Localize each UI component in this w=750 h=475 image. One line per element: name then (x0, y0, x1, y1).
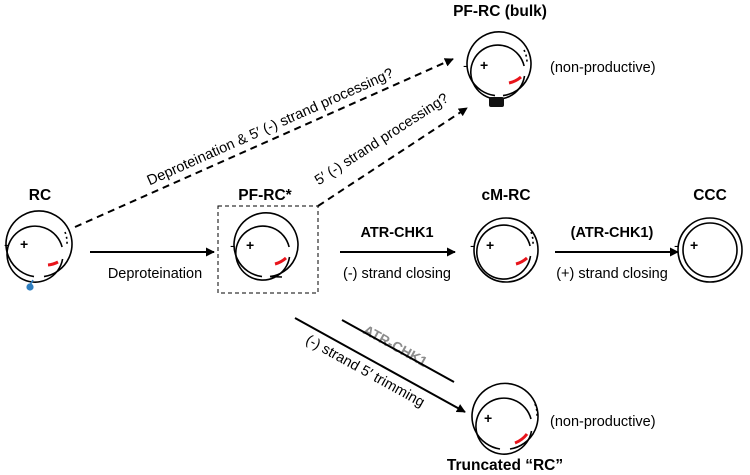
cmrc-title: cM-RC (481, 187, 530, 204)
label-atr-chk1-paren: (ATR-CHK1) (571, 225, 654, 241)
label-deproteination-processing: Deproteination & 5′ (-) strand processin… (145, 66, 396, 190)
rc-minus-sign: - (4, 236, 9, 252)
pfrc-bulk-red-segment (508, 75, 522, 85)
pfrc-star-minus-strand (233, 212, 299, 278)
truncated-note: (non-productive) (550, 414, 656, 430)
truncated-plus-strand (475, 397, 533, 455)
cmrc-minus-sign: - (470, 237, 475, 253)
rc-minus-strand (5, 210, 73, 278)
label-atr-chk1: ATR-CHK1 (360, 225, 433, 241)
cmrc-plus-sign: + (486, 237, 494, 253)
truncated-plus-sign: + (484, 410, 492, 426)
pfrc-star-dashed-box (217, 205, 319, 294)
pfrc-star-plus-strand (235, 225, 291, 281)
truncated-title: Truncated “RC” (447, 457, 563, 474)
arrow-pfrc-to-bulk: 5′ (-) strand processing? (312, 90, 468, 207)
pfrc-bulk-minus-sign: - (463, 57, 468, 73)
pfrc-bulk-plus-sign: + (480, 57, 488, 73)
cmrc-dotted-segment (530, 231, 534, 245)
label-minus-strand-closing: (-) strand closing (343, 266, 451, 282)
rc-node: RC - + (4, 187, 73, 291)
ccc-minus-sign: - (674, 237, 679, 253)
rc-red-segment (47, 260, 59, 267)
pfrc-star-title: PF-RC* (238, 187, 292, 204)
rc-plus-sign: + (20, 236, 28, 252)
cmrc-node: cM-RC - + (470, 187, 539, 283)
rc-protein (26, 283, 34, 291)
pfrc-bulk-note: (non-productive) (550, 60, 656, 76)
strike-through-line (341, 319, 455, 383)
pfrc-star-minus-sign: - (230, 237, 235, 253)
cmrc-red-segment (515, 256, 529, 266)
rc-title: RC (29, 187, 51, 204)
cmrc-plus-strand (476, 224, 532, 280)
pfrc-bulk-block (489, 97, 504, 107)
dashed-arrow-line (74, 58, 454, 228)
label-deproteination: Deproteination (108, 266, 202, 282)
arrow-cmrc-to-ccc: (ATR-CHK1) (+) strand closing (555, 225, 679, 282)
pfrc-bulk-dotted-segment (523, 49, 528, 63)
rc-dotted-segment (64, 231, 68, 245)
arrow-line (294, 317, 466, 413)
pfrc-bulk-node: PF-RC (bulk) - + (non-productive) (453, 3, 656, 107)
pfrc-star-node: PF-RC* - + (217, 187, 319, 294)
ccc-title: CCC (693, 187, 727, 204)
arrow-pfrc-to-truncated: (-) strand 5′ trimming ATR-CHK1 (294, 317, 466, 413)
truncated-rc-node: + (non-productive) Truncated “RC” (447, 382, 656, 474)
truncated-dotted-segment (534, 403, 538, 417)
rc-plus-strand (6, 225, 64, 283)
ccc-inner-strand (682, 222, 738, 278)
cmrc-minus-strand (473, 217, 539, 283)
pfrc-bulk-title: PF-RC (bulk) (453, 3, 547, 20)
pfrc-star-red-segment (274, 256, 288, 266)
dashed-arrow-line (317, 107, 468, 207)
truncated-red-segment (514, 433, 529, 445)
ccc-plus-sign: + (690, 237, 698, 253)
ccc-node: CCC - + (674, 187, 743, 283)
arrow-pfrc-to-cmrc: ATR-CHK1 (-) strand closing (340, 225, 456, 282)
pfrc-star-plus-sign: + (246, 237, 254, 253)
label-plus-strand-closing: (+) strand closing (556, 266, 668, 282)
ccc-outer-strand (677, 217, 743, 283)
pfrc-bulk-plus-strand (470, 44, 526, 100)
arrow-rc-to-pfrc: Deproteination (90, 247, 215, 282)
